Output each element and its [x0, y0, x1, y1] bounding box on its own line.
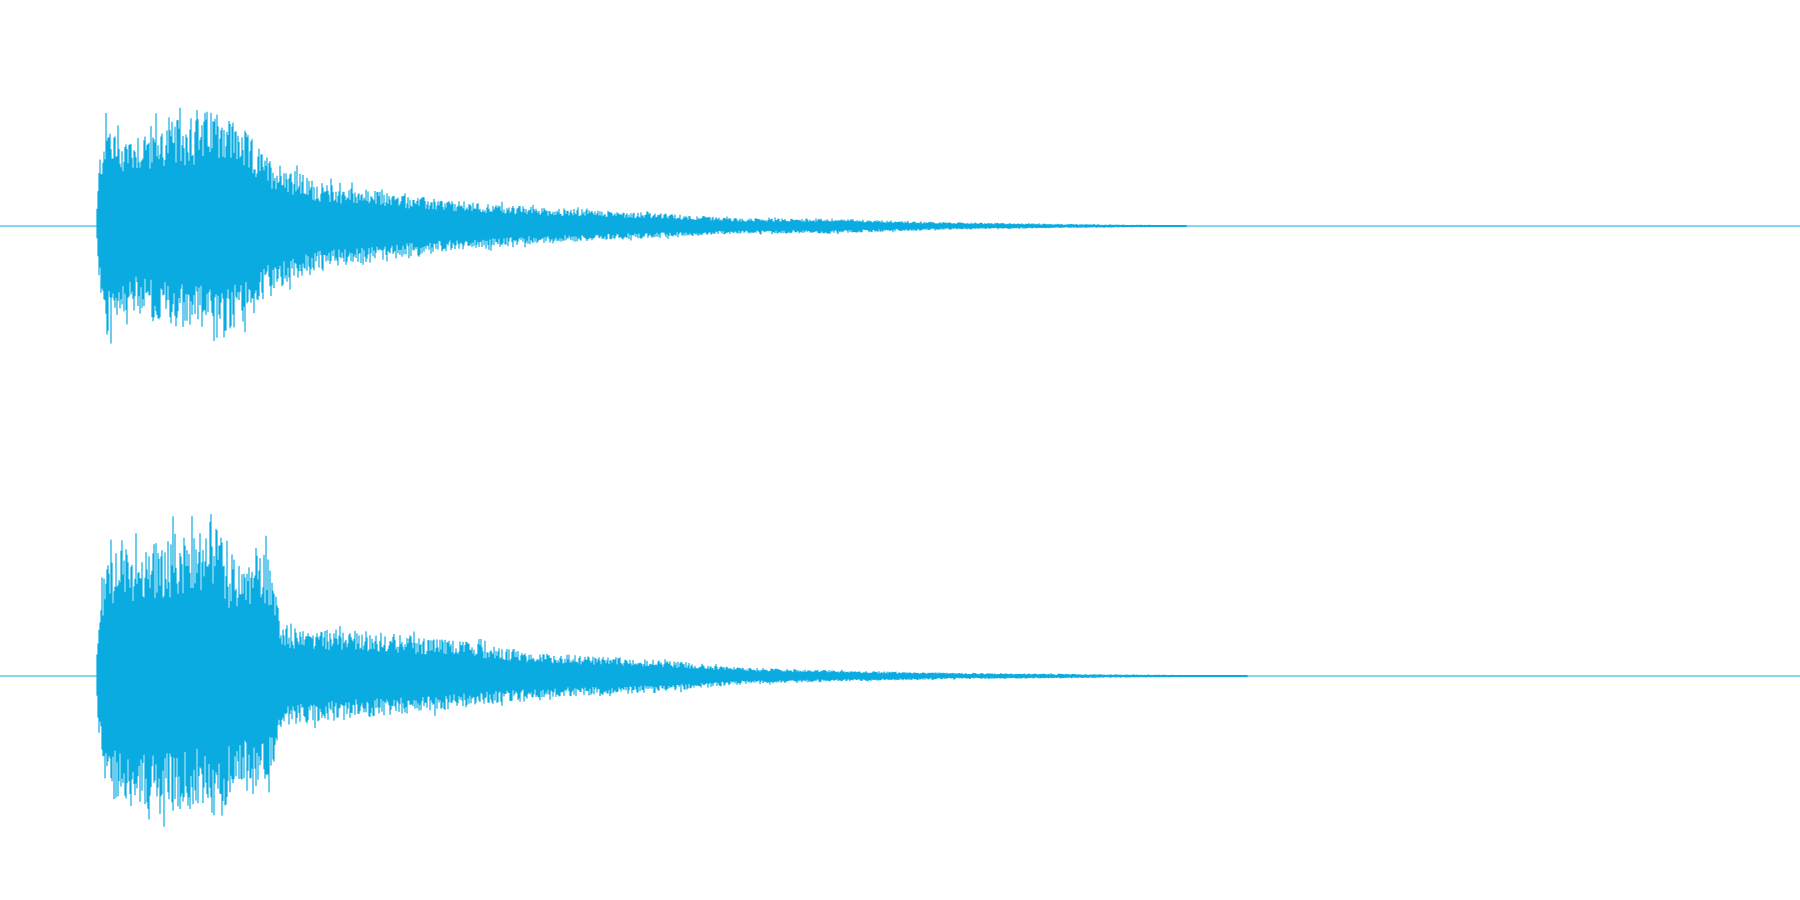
- channel-right-waveform: [96, 514, 1248, 827]
- channel-right: [0, 514, 1800, 827]
- channel-left-waveform: [96, 107, 1187, 344]
- channel-left: [0, 107, 1800, 344]
